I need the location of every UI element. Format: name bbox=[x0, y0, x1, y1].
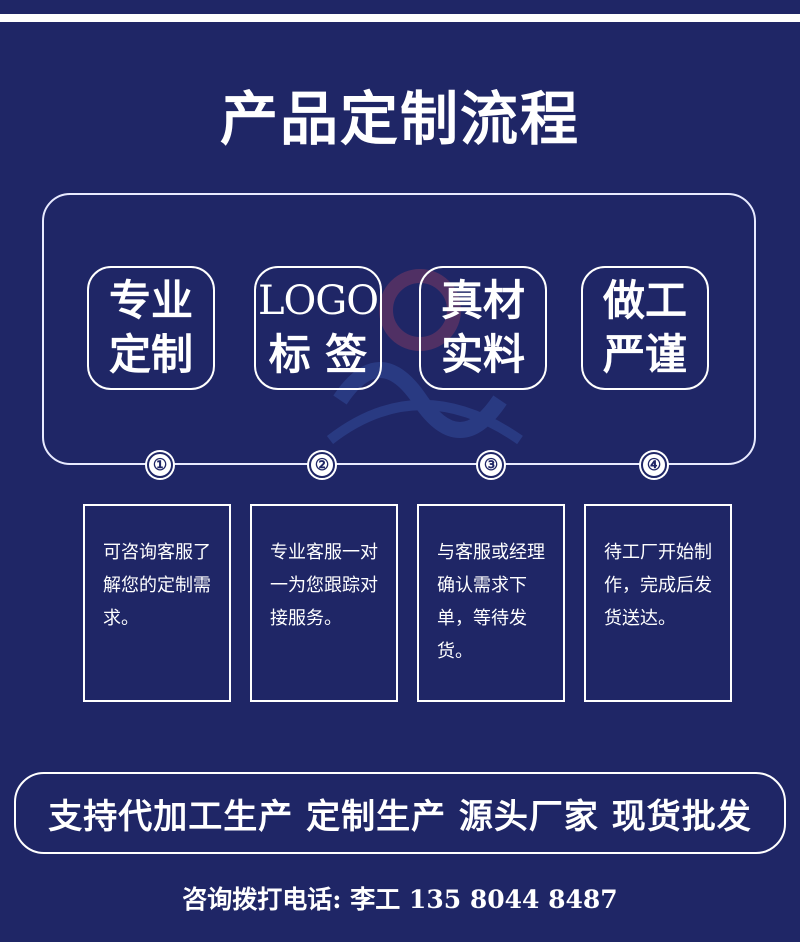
slogan-text: 支持代加工生产 定制生产 源头厂家 现货批发 bbox=[48, 796, 752, 837]
feature-badge-craft: 做工 严谨 bbox=[581, 266, 709, 390]
top-border bbox=[0, 0, 800, 22]
features-panel bbox=[42, 193, 756, 465]
top-border-band bbox=[0, 0, 800, 14]
feature-badge-custom: 专业 定制 bbox=[87, 266, 215, 390]
feature-badge-material: 真材 实料 bbox=[419, 266, 547, 390]
step-number-2: ② bbox=[309, 452, 335, 478]
feature-line: 严谨 bbox=[602, 330, 687, 379]
feature-line: 真材 bbox=[440, 276, 525, 325]
feature-badge-logo: LOGO 标 签 bbox=[254, 266, 382, 390]
feature-line: 标 签 bbox=[268, 330, 368, 379]
step-card-2: 专业客服一对一为您跟踪对接服务。 bbox=[250, 504, 398, 702]
feature-line: 做工 bbox=[602, 276, 687, 325]
step-card-3: 与客服或经理确认需求下单，等待发货。 bbox=[417, 504, 565, 702]
feature-line: LOGO bbox=[257, 278, 379, 324]
step-card-4: 待工厂开始制作，完成后发货送达。 bbox=[584, 504, 732, 702]
step-number-3: ③ bbox=[478, 452, 504, 478]
feature-line: 专业 bbox=[108, 276, 193, 325]
page-title: 产品定制流程 bbox=[219, 85, 580, 153]
feature-line: 定制 bbox=[108, 330, 193, 379]
step-number-4: ④ bbox=[641, 452, 667, 478]
contact-phone: 咨询拨打电话: 李工 135 8044 8487 bbox=[182, 885, 618, 914]
step-number-1: ① bbox=[147, 452, 173, 478]
slogan-banner: 支持代加工生产 定制生产 源头厂家 现货批发 bbox=[14, 772, 786, 854]
step-card-1: 可咨询客服了解您的定制需求。 bbox=[83, 504, 231, 702]
feature-line: 实料 bbox=[440, 330, 525, 379]
